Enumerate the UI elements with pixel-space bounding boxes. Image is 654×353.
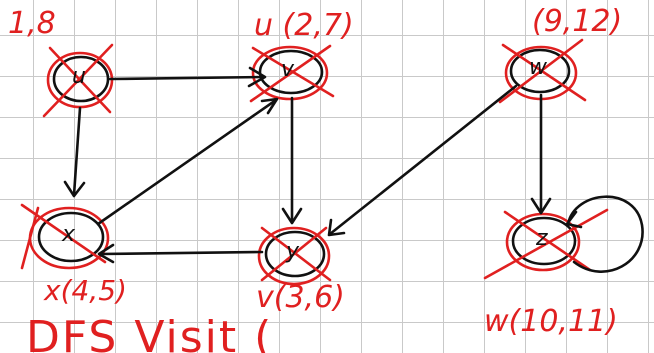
edge-z-self-loop [565,195,644,273]
node-w-circle [498,38,587,104]
node-x-circle [20,203,110,270]
node-y-circle [257,226,332,286]
node-u-name: u [72,64,86,89]
edge-w-z [530,93,552,215]
node-w-name: w [529,55,547,80]
edge-v-y [281,96,303,225]
node-z-label: w(10,11) [484,304,618,339]
edge-u-x [63,106,86,198]
node-x-label: x(4,5) [44,274,127,307]
node-y-name: y [286,239,300,264]
edge-u-v [108,66,267,88]
edge-w-y [327,84,518,237]
node-v-name: v [281,57,295,82]
footer-title: DFS Visit ( [26,312,274,353]
edge-x-v [96,97,279,226]
node-v-label: u (2,7) [254,8,354,43]
node-v-circle [249,44,335,103]
edge-y-x [97,243,264,264]
node-z-circle [483,208,609,280]
node-y-label: v(3,6) [256,280,345,315]
node-u-label: 1,8 [8,6,56,41]
node-w-label: (9,12) [532,4,623,39]
node-x-name: x [62,222,76,247]
node-z-name: z [536,226,548,251]
